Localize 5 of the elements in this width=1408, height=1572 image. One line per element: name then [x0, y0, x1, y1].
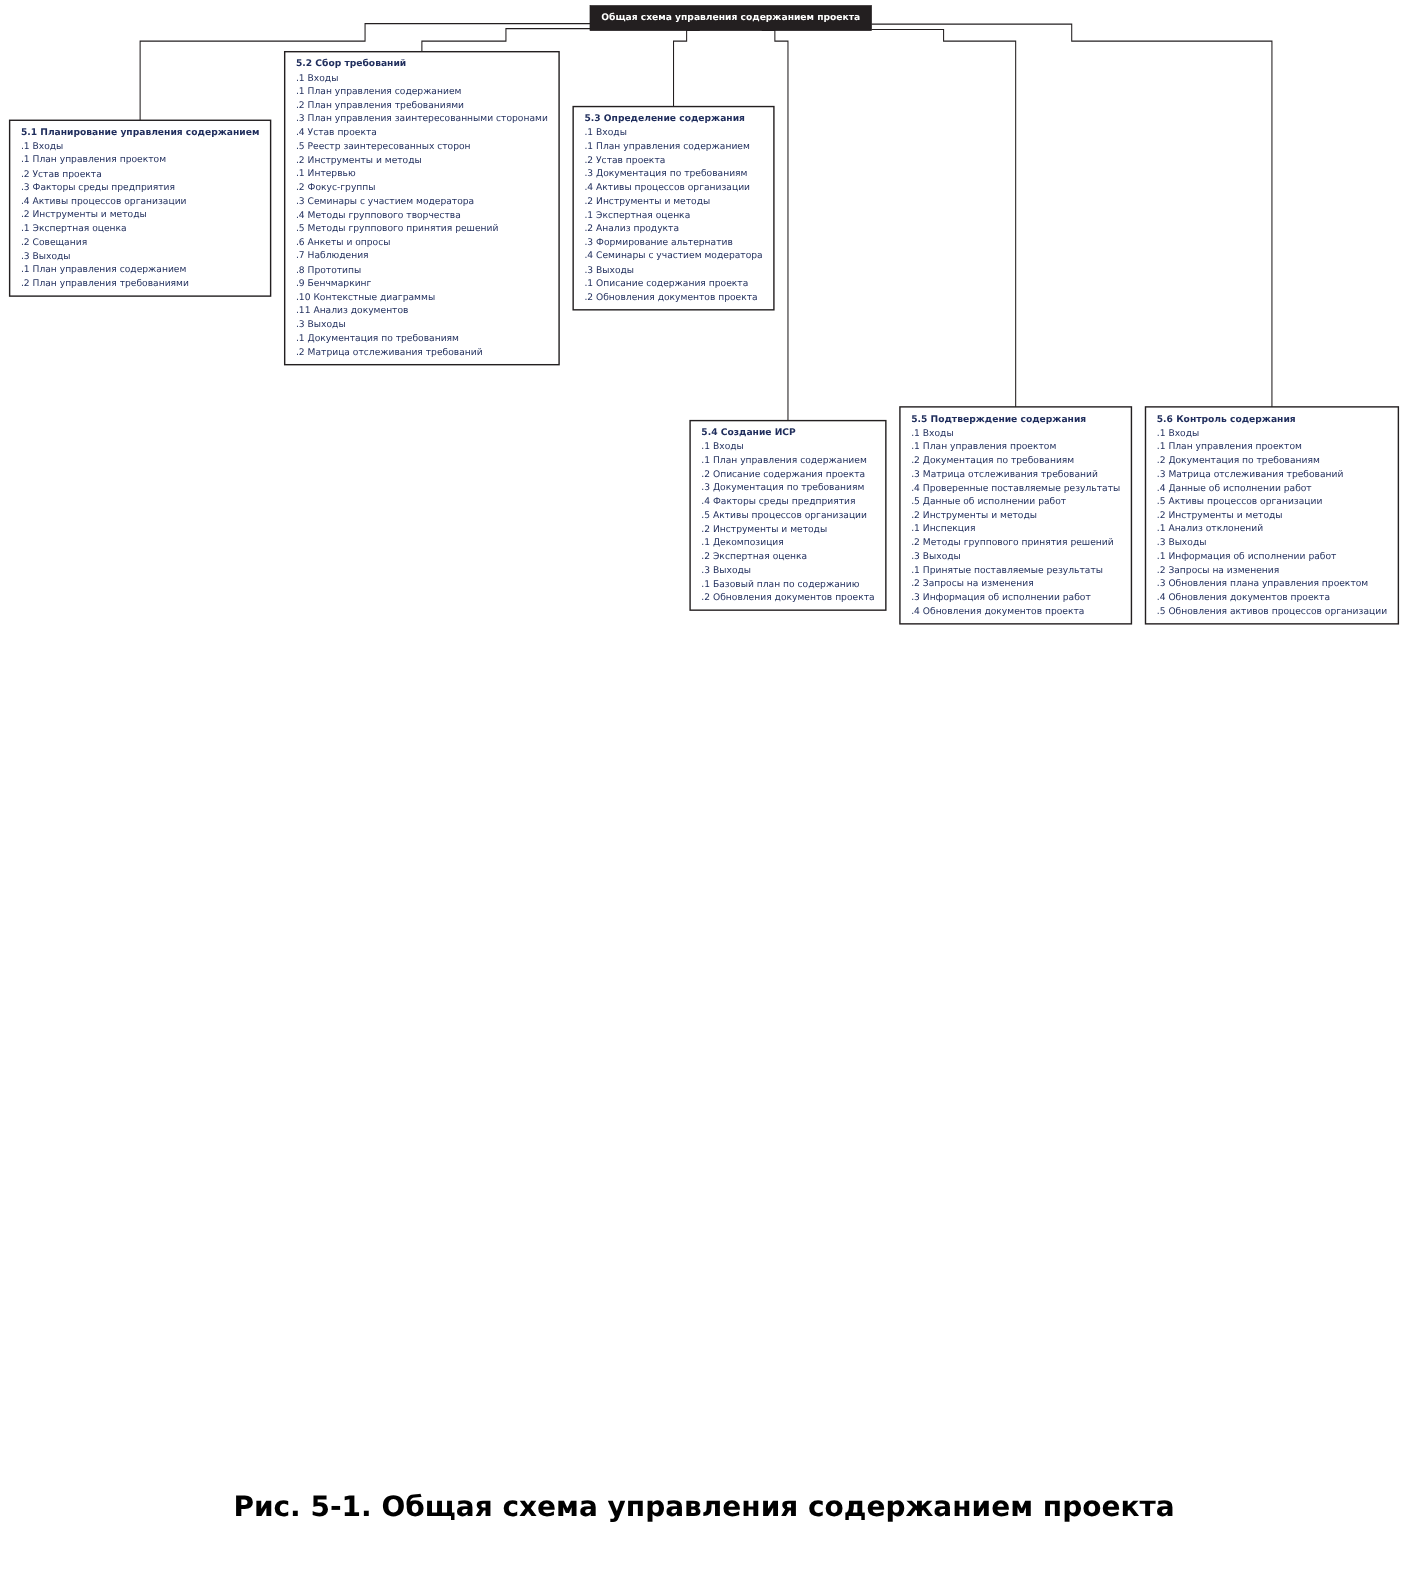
connector [139, 23, 591, 121]
connector [870, 23, 1273, 408]
connector [870, 28, 1017, 408]
figure-caption: Рис. 5-1. Общая схема управления содержанием проекта [233, 1492, 1175, 1524]
connector [421, 28, 591, 53]
